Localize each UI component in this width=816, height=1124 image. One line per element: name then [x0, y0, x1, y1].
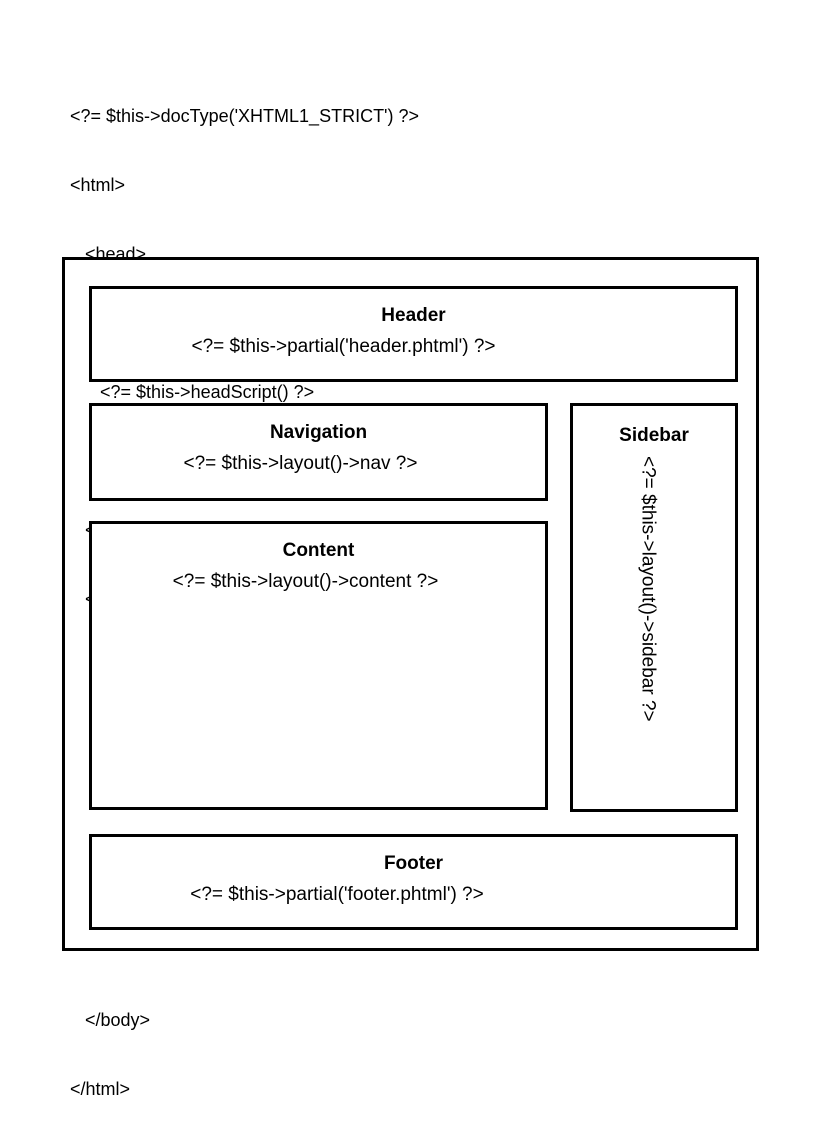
- header-block-title: Header: [381, 305, 446, 326]
- code-line: </html>: [70, 1079, 131, 1099]
- sidebar-code-wrapper: <?= $this->layout()->sidebar ?>: [573, 456, 735, 805]
- code-line: <?= $this->docType('XHTML1_STRICT') ?>: [70, 106, 420, 126]
- sidebar-block-code: <?= $this->layout()->sidebar ?>: [637, 456, 659, 722]
- header-block: Header <?= $this->partial('header.phtml'…: [89, 286, 738, 382]
- code-line: <?= $this->headScript() ?>: [70, 382, 315, 402]
- layout-container-box: Header <?= $this->partial('header.phtml'…: [62, 257, 759, 951]
- sidebar-block-title: Sidebar: [619, 425, 689, 446]
- navigation-block: Navigation <?= $this->layout()->nav ?>: [89, 403, 548, 501]
- footer-block-code: <?= $this->partial('footer.phtml') ?>: [190, 884, 484, 905]
- header-block-code: <?= $this->partial('header.phtml') ?>: [191, 336, 496, 357]
- code-listing-bottom: </body> </html>: [70, 963, 150, 1124]
- sidebar-block: Sidebar <?= $this->layout()->sidebar ?>: [570, 403, 738, 812]
- content-block-code: <?= $this->layout()->content ?>: [172, 571, 439, 592]
- navigation-block-code: <?= $this->layout()->nav ?>: [183, 453, 418, 474]
- content-block: Content <?= $this->layout()->content ?>: [89, 521, 548, 810]
- navigation-block-title: Navigation: [269, 422, 368, 443]
- content-block-title: Content: [282, 540, 355, 561]
- code-line: <html>: [70, 175, 126, 195]
- code-line: </body>: [70, 1010, 151, 1030]
- footer-block-title: Footer: [383, 853, 444, 874]
- footer-block: Footer <?= $this->partial('footer.phtml'…: [89, 834, 738, 930]
